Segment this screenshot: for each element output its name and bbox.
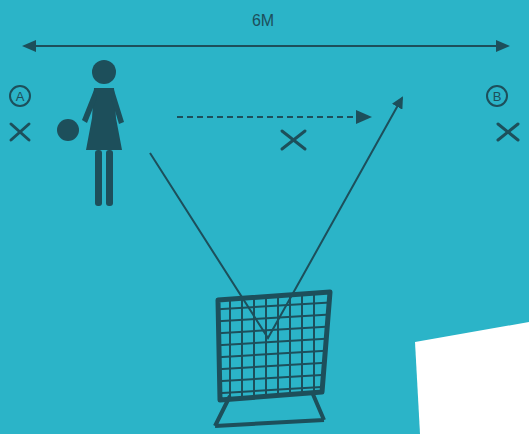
player-figure (57, 60, 124, 206)
corner-panel (415, 322, 529, 434)
run-arrow-head (356, 110, 372, 124)
marker-letter: B (493, 90, 502, 103)
dimension-line (22, 40, 510, 52)
marker-circle: A (9, 85, 31, 107)
rebounder-net (205, 280, 340, 426)
dimension-label: 6M (233, 12, 293, 30)
marker-circle: B (486, 85, 508, 107)
run-arrow (177, 116, 368, 118)
marker-letter: A (16, 90, 25, 103)
pass-line (150, 98, 402, 338)
